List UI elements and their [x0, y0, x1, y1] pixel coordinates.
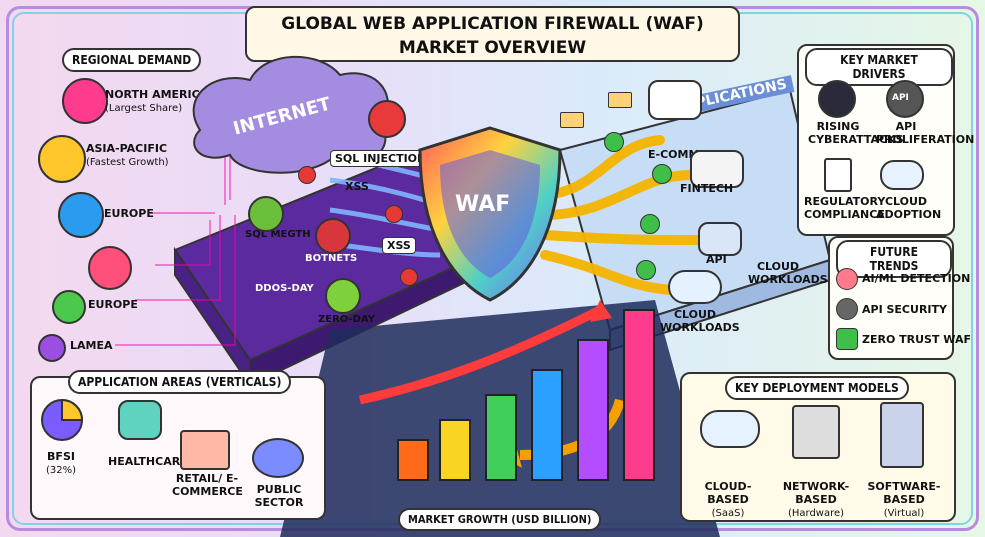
store-icon: [180, 430, 230, 470]
blocked-icon: [385, 205, 403, 223]
server-icon: [880, 402, 924, 468]
region-dot-europe-2: [52, 290, 86, 324]
envelope-icon: [560, 112, 584, 128]
growth-bar: [531, 369, 563, 481]
app-fintech: FINTECH: [680, 182, 734, 195]
app-cloud-workloads: CLOUD WORKLOADS: [748, 260, 828, 286]
growth-bar: [397, 439, 429, 481]
region-dot-asia-pacific: [38, 135, 86, 183]
growth-label: MARKET GROWTH (USD BILLION): [398, 508, 602, 531]
vertical-retail: RETAIL/ E-COMMERCE: [172, 472, 243, 498]
bank-icon: [690, 150, 744, 188]
vertical-healthcare: HEALTHCARE: [108, 455, 188, 468]
page-title: GLOBAL WEB APPLICATION FIREWALL (WAF) MA…: [245, 6, 740, 62]
threat-sql-megth: SQL MEGTH: [245, 229, 311, 240]
cloud-based-icon: [700, 410, 760, 448]
app-api: API: [706, 253, 727, 266]
laptop-icon: [648, 80, 702, 120]
region-dot-unlabeled: [88, 246, 132, 290]
region-europe-2: EUROPE: [88, 298, 138, 311]
drivers-label: KEY MARKET DRIVERS: [805, 48, 953, 86]
driver-cloud-adoption: CLOUD ADOPTION: [876, 195, 942, 221]
public-sector-icon: [252, 438, 304, 478]
regional-demand-label: REGIONAL DEMAND: [62, 48, 202, 72]
envelope-icon: [608, 92, 632, 108]
region-lamea: LAMEA: [70, 339, 113, 352]
check-icon: [640, 214, 660, 234]
vertical-public-sector: PUBLIC SECTOR: [254, 483, 304, 509]
growth-bar: [485, 394, 517, 481]
growth-bar: [577, 339, 609, 481]
region-dot-lamea: [38, 334, 66, 362]
region-asia-pacific: ASIA-PACIFIC(Fastest Growth): [86, 142, 169, 168]
vertical-bfsi: BFSI(32%): [46, 450, 77, 476]
verticals-label: APPLICATION AREAS (VERTICALS): [68, 370, 292, 394]
growth-bar: [439, 419, 471, 481]
check-icon: [652, 164, 672, 184]
region-dot-north-america: [62, 78, 108, 124]
brain-icon: [836, 268, 858, 290]
cloud-icon: [668, 270, 722, 304]
trend-zero-trust-waf: ZERO TRUST WAF: [862, 333, 971, 346]
blocked-icon: [298, 166, 316, 184]
region-north-america: NORTH AMERICA(Largest Share): [105, 88, 209, 114]
region-dot-europe: [58, 192, 104, 238]
app-cloud-workloads-2: CLOUD WORKLOADS: [660, 308, 740, 334]
api-gear-text: API: [892, 93, 909, 103]
monster-icon: [325, 278, 361, 314]
threat-ddos-day: DDOS-DAY: [255, 283, 314, 294]
deploy-software-based: SOFTWARE-BASED(Virtual): [867, 480, 941, 519]
gear-icon: [836, 298, 858, 320]
deploy-network-based: NETWORK-BASED(Hardware): [782, 480, 850, 519]
cloud-upload-icon: [880, 160, 924, 190]
deployment-label: KEY DEPLOYMENT MODELS: [725, 376, 909, 400]
deploy-cloud-based: CLOUD-BASED(SaaS): [704, 480, 752, 519]
trend-ai-ml-detection: AI/ML DETECTION: [862, 272, 971, 285]
compliance-doc-icon: [824, 158, 852, 192]
threat-botnets: BOTNETS: [305, 253, 358, 264]
threat-xss-2: XSS: [382, 237, 416, 254]
network-hardware-icon: [792, 405, 840, 459]
threat-zero-day: ZERO-DAY: [318, 314, 375, 325]
check-icon: [636, 260, 656, 280]
virus-icon: [368, 100, 406, 138]
check-icon: [604, 132, 624, 152]
healthcare-icon: [118, 400, 162, 440]
trend-api-security: API SECURITY: [862, 303, 947, 316]
api-gear-icon: API: [886, 80, 924, 118]
driver-regulatory-compliance: REGULATORY COMPLIANCE: [804, 195, 886, 221]
shield-check-icon: [836, 328, 858, 350]
api-server-icon: [698, 222, 742, 256]
bug-icon: [248, 196, 284, 232]
hacker-icon: [818, 80, 856, 118]
malware-icon: [315, 218, 351, 254]
region-europe: EUROPE: [104, 207, 154, 220]
blocked-icon: [400, 268, 418, 286]
waf-label: WAF: [455, 192, 511, 217]
threat-sql-injection: SQL INJECTION: [330, 150, 432, 167]
growth-bar: [623, 309, 655, 481]
threat-xss: XSS: [345, 180, 369, 193]
